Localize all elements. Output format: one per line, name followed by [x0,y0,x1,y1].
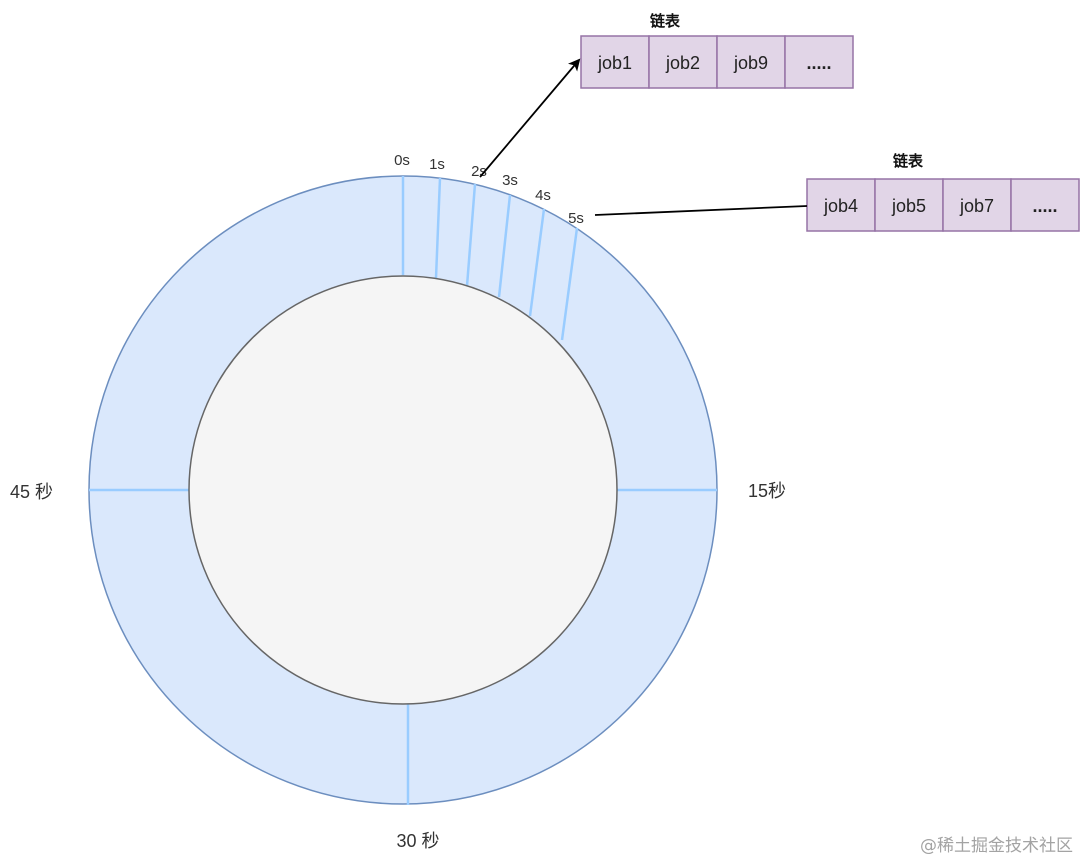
slot-label-0s: 0s [394,152,410,169]
slot-divider-4s [528,208,546,317]
arrow-2s-to-list1 [479,58,581,178]
slot-label-4s: 4s [535,187,551,204]
quarter-dividers [89,488,717,805]
linked-list-2-title: 链表 [893,152,924,170]
linked-list-1-title: 链表 [650,12,681,30]
slot-divider-5s [560,227,579,341]
watermark: @稀土掘金技术社区 [920,836,1073,856]
list2-cell-3-text: job7 [959,196,994,216]
slot-dividers [401,176,579,341]
list2-cell-1 [806,178,876,232]
list1-cell-2-text: job2 [665,53,700,73]
slot-label-1s: 1s [429,156,445,173]
linked-list-2: 链表 job4 job5 job7 ..... [806,152,1080,232]
quarter-label-30s: 30 秒 [396,831,439,851]
list2-cell-4-text: ..... [1032,196,1057,216]
list2-cell-4 [1010,178,1080,232]
list1-cell-4 [784,35,854,89]
list1-cell-1-text: job1 [597,53,632,73]
list2-cell-3 [942,178,1012,232]
list1-cell-4-text: ..... [806,53,831,73]
list2-cell-2-text: job5 [891,196,926,216]
connector-5s-to-list2 [594,205,808,216]
quarter-label-15s: 15秒 [748,481,786,501]
list1-cell-1 [580,35,650,89]
slot-divider-3s [497,194,512,298]
list1-cell-3-text: job9 [733,53,768,73]
linked-list-1: 链表 job1 job2 job9 ..... [580,12,854,89]
slot-divider-1s [434,177,442,279]
inner-circle [188,275,618,705]
list1-cell-3 [716,35,786,89]
slot-label-5s: 5s [568,210,584,227]
slot-divider-2s [465,183,477,287]
quarter-label-45s: 45 秒 [10,482,53,502]
slot-label-3s: 3s [502,172,518,189]
list2-cell-1-text: job4 [823,196,858,216]
slot-label-2s: 2s [471,163,487,180]
